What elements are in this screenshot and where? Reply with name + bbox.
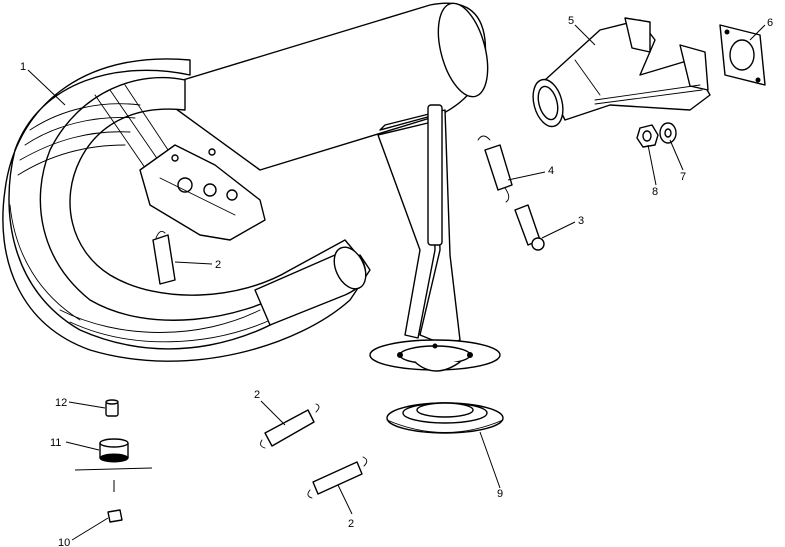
manifold-gasket <box>719 24 766 86</box>
callout-7: 7 <box>680 171 686 183</box>
spring-upper-right <box>477 135 513 203</box>
callout-1: 1 <box>20 61 26 73</box>
callout-12: 12 <box>55 397 67 409</box>
callout-4: 4 <box>548 165 554 177</box>
washer <box>659 122 677 144</box>
spring-bracket <box>152 230 176 285</box>
grommet <box>386 402 504 434</box>
callout-2-loose-lower: 2 <box>348 518 354 530</box>
muffler-assembly <box>2 2 489 362</box>
spring-loose-1 <box>260 403 320 449</box>
mount-nut <box>107 509 123 523</box>
callout-10: 10 <box>58 537 70 547</box>
callout-2-loose-upper: 2 <box>254 389 260 401</box>
mount-bolt <box>105 399 119 417</box>
nut <box>636 124 659 148</box>
pipe-clamp <box>514 204 545 251</box>
leader-lines <box>27 24 766 541</box>
callout-11: 11 <box>50 437 61 449</box>
callout-5: 5 <box>568 15 574 27</box>
tailpipe-stinger <box>369 104 501 372</box>
y-manifold <box>532 17 711 128</box>
callout-3: 3 <box>578 215 584 227</box>
callout-numbers: 1 2 2 2 3 4 5 6 7 8 9 10 11 12 <box>20 15 773 547</box>
callout-2-bracket: 2 <box>215 259 221 271</box>
callout-9: 9 <box>497 488 503 500</box>
rubber-mount <box>99 438 129 463</box>
callout-6: 6 <box>767 17 773 29</box>
spring-loose-2 <box>307 456 368 499</box>
callout-8: 8 <box>652 186 658 198</box>
